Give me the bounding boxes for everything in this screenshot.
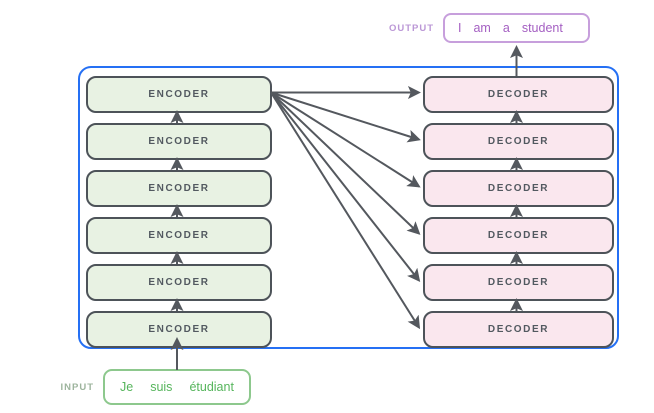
input-word: suis bbox=[150, 380, 173, 394]
input-sentence-box: Je suis étudiant bbox=[103, 369, 251, 405]
input-word: Je bbox=[120, 380, 134, 394]
output-word: a bbox=[502, 21, 510, 35]
encoder-label: ENCODER bbox=[148, 89, 210, 100]
output-word: I bbox=[458, 21, 462, 35]
output-label: OUTPUT bbox=[388, 23, 434, 34]
decoder-block-4: DECODER bbox=[423, 217, 614, 254]
decoder-label: DECODER bbox=[487, 324, 550, 335]
encoder-label: ENCODER bbox=[148, 230, 210, 241]
decoder-block-2: DECODER bbox=[423, 123, 614, 160]
decoder-block-1: DECODER bbox=[423, 76, 614, 113]
input-word: étudiant bbox=[189, 380, 234, 394]
decoder-label: DECODER bbox=[487, 230, 550, 241]
encoder-label: ENCODER bbox=[148, 136, 210, 147]
decoder-label: DECODER bbox=[487, 183, 550, 194]
decoder-label: DECODER bbox=[487, 89, 550, 100]
encoder-block-4: ENCODER bbox=[86, 217, 272, 254]
encoder-label: ENCODER bbox=[148, 183, 210, 194]
encoder-block-6: ENCODER bbox=[86, 311, 272, 348]
decoder-block-5: DECODER bbox=[423, 264, 614, 301]
output-word: student bbox=[521, 21, 563, 35]
encoder-block-3: ENCODER bbox=[86, 170, 272, 207]
decoder-block-3: DECODER bbox=[423, 170, 614, 207]
input-label: INPUT bbox=[60, 382, 94, 393]
output-sentence-box: I am a student bbox=[443, 13, 590, 43]
encoder-block-2: ENCODER bbox=[86, 123, 272, 160]
decoder-label: DECODER bbox=[487, 136, 550, 147]
decoder-block-6: DECODER bbox=[423, 311, 614, 348]
output-word: am bbox=[473, 21, 491, 35]
encoder-block-5: ENCODER bbox=[86, 264, 272, 301]
encoder-label: ENCODER bbox=[148, 277, 210, 288]
encoder-block-1: ENCODER bbox=[86, 76, 272, 113]
decoder-label: DECODER bbox=[487, 277, 550, 288]
encoder-label: ENCODER bbox=[148, 324, 210, 335]
